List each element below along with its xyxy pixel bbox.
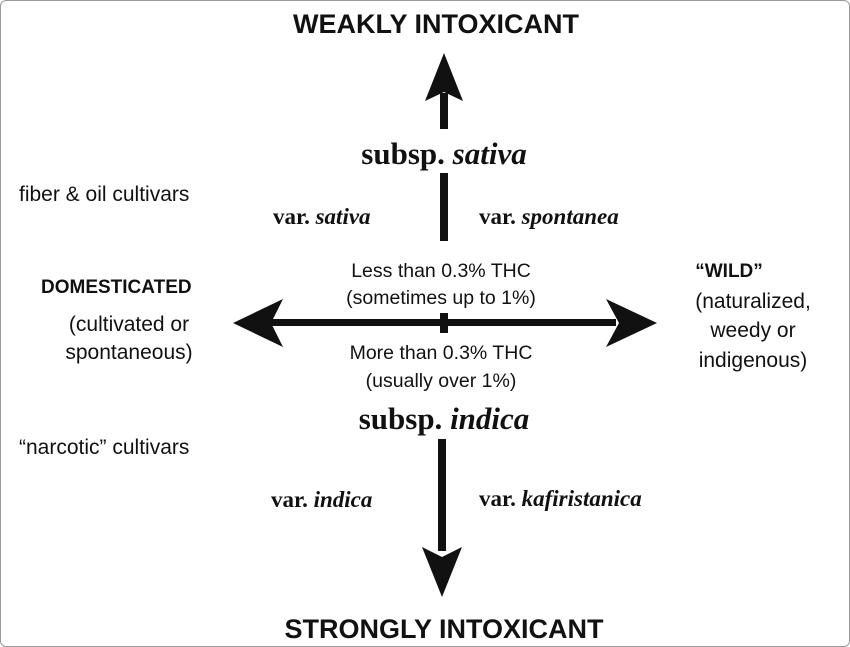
subsp-indica-label: subsp. indica [359,403,530,434]
vertical-axis-lower-shaft [438,439,446,551]
var-kafiristanica-label: var. kafiristanica [479,487,642,510]
arrow-head-up [425,53,463,101]
var-prefix: var. [479,486,516,511]
var-prefix: var. [271,487,308,512]
wild-title: “WILD” [695,261,763,282]
vertical-axis-mid-shaft [440,173,448,241]
thc-low-line1: Less than 0.3% THC [351,260,531,282]
var-prefix: var. [479,204,516,229]
subsp-prefix: subsp. [358,401,443,436]
bottom-axis-label: STRONGLY INTOXICANT [284,614,604,644]
wild-line3: indigenous) [698,349,808,372]
top-axis-label: WEAKLY INTOXICANT [292,9,580,39]
vertical-axis-upper-shaft [440,93,448,129]
var-sativa-label: var. sativa [273,205,371,228]
var-name: sativa [315,204,371,229]
thc-high-line2: (usually over 1%) [365,370,517,392]
thc-low-line2: (sometimes up to 1%) [346,287,536,309]
var-name: spontanea [521,204,619,229]
domesticated-title: DOMESTICATED [41,277,192,298]
var-prefix: var. [273,204,310,229]
var-name: kafiristanica [521,486,642,511]
fiber-oil-cultivars-label: fiber & oil cultivars [19,183,190,206]
arrow-head-down [422,547,462,597]
domesticated-line1: (cultivated or [68,313,190,336]
arrow-head-right [606,299,657,347]
subsp-prefix: subsp. [361,136,445,171]
center-tick [440,313,448,333]
arrow-head-left [233,299,283,347]
subsp-name: indica [450,401,530,436]
var-spontanea-label: var. spontanea [479,205,619,228]
thc-high-line1: More than 0.3% THC [349,342,533,364]
var-name: indica [313,487,373,512]
subsp-sativa-label: subsp. sativa [361,138,526,169]
var-indica-label: var. indica [271,488,372,511]
wild-line2: weedy or [710,319,796,342]
domesticated-line2: spontaneous) [65,341,193,364]
narcotic-cultivars-label: “narcotic” cultivars [19,436,190,459]
subsp-name: sativa [452,136,527,171]
wild-line1: (naturalized, [695,290,811,313]
